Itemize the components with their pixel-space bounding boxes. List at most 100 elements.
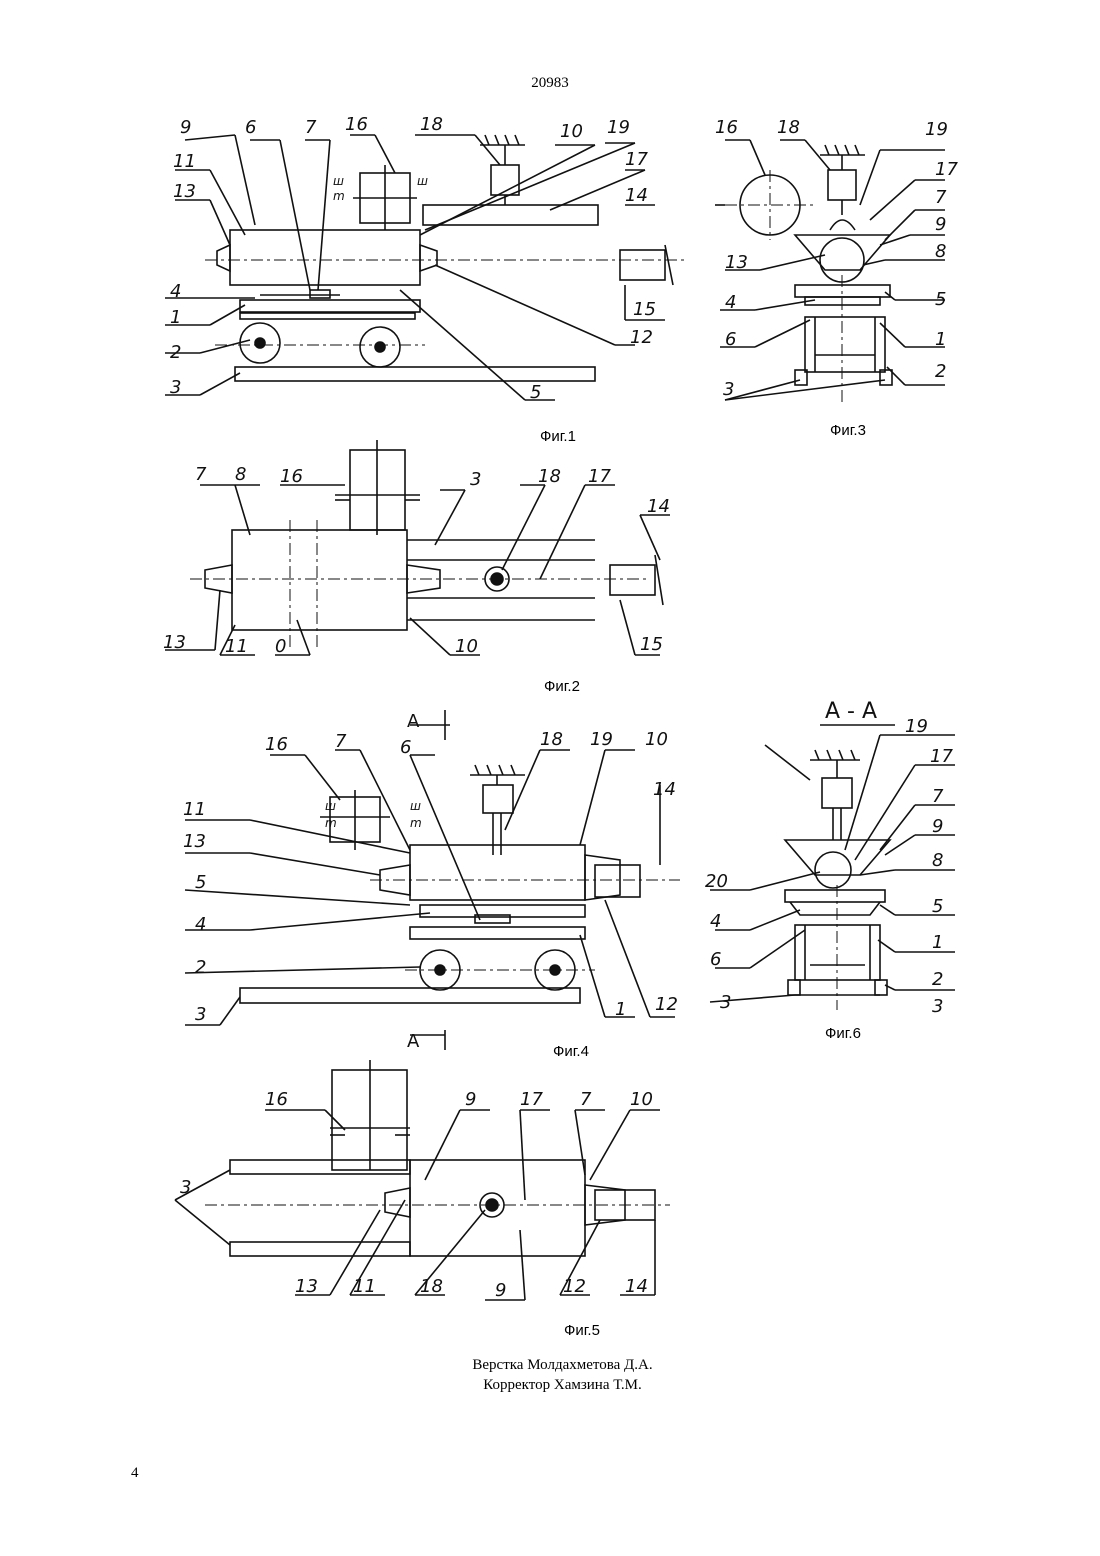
fig2-callout: 0	[275, 636, 286, 657]
fig1-callout: 9	[180, 117, 191, 138]
fig4-callout: 18	[540, 729, 563, 750]
fig6-section-title: A - A	[825, 699, 877, 724]
fig4-callout: 10	[645, 729, 668, 750]
fig5-callout: 11	[353, 1276, 376, 1297]
fig1-callout: 12	[630, 327, 653, 348]
fig3-callout: 16	[715, 117, 738, 138]
document-number: 20983	[0, 75, 1100, 92]
fig6-callout: 2	[932, 969, 943, 990]
corrector-credit: Корректор Хамзина Т.М.	[0, 1375, 1100, 1395]
fig3-caption: Фиг.3	[830, 422, 866, 439]
fig4-section-mark: A	[407, 711, 420, 732]
fig5-callout: 9	[495, 1280, 506, 1301]
fig1-callout: 1	[170, 307, 181, 328]
footer: Верстка Молдахметова Д.А. Корректор Хамз…	[0, 1355, 1100, 1395]
fig1-callout: 2	[170, 342, 181, 363]
fig1-callout: 4	[170, 281, 181, 302]
fig5-callout: 17	[520, 1089, 543, 1110]
fig3-callout: 13	[725, 252, 748, 273]
fig4-callout: 6	[400, 737, 411, 758]
figure-5-drawing: 16 9 17 7 10 3 13 11 18 9 12 14	[165, 1060, 685, 1320]
fig2-callout: 7	[195, 464, 207, 485]
fig1-callout: 11	[173, 151, 196, 172]
fig5-callout: 18	[420, 1276, 443, 1297]
figure-4-drawing: A A 16 7 6 18 19 10 14 11 13 5 4 2 3 1 1…	[175, 705, 690, 1050]
fig1-callout: 19	[607, 117, 630, 138]
fig1-symbol: ш	[417, 174, 428, 188]
fig6-callout: 17	[930, 746, 953, 767]
fig1-symbol: ш	[333, 174, 344, 188]
fig4-callout: 16	[265, 734, 288, 755]
fig3-callout: 9	[935, 214, 946, 235]
fig5-callout: 16	[265, 1089, 288, 1110]
fig3-callout: 8	[935, 241, 946, 262]
fig4-callout: 5	[195, 872, 206, 893]
fig6-callout: 19	[905, 716, 928, 737]
fig2-callout: 14	[647, 496, 670, 517]
fig5-callout: 12	[563, 1276, 586, 1297]
fig4-callout: 7	[335, 731, 347, 752]
fig4-callout: 13	[183, 831, 206, 852]
fig2-callout: 8	[235, 464, 246, 485]
figure-2-drawing: 7 8 16 3 18 17 14 13 11 0 10 15	[160, 440, 680, 670]
fig6-callout: 3	[720, 992, 731, 1013]
fig1-symbol: m	[333, 189, 345, 203]
fig1-callout: 3	[170, 377, 181, 398]
fig5-callout: 9	[465, 1089, 476, 1110]
fig4-callout: 4	[195, 914, 206, 935]
fig2-callout: 3	[470, 469, 481, 490]
fig4-section-mark: A	[407, 1031, 420, 1052]
fig1-callout: 16	[345, 114, 368, 135]
fig3-callout: 18	[777, 117, 800, 138]
fig4-callout: 11	[183, 799, 206, 820]
fig6-caption: Фиг.6	[825, 1025, 861, 1042]
fig3-callout: 3	[723, 379, 734, 400]
figure-3-drawing: 16 18 19 17 7 9 13 8 4 5 6 1 2 3	[705, 105, 970, 415]
fig3-callout: 1	[935, 329, 946, 350]
fig2-callout: 10	[455, 636, 478, 657]
fig4-symbol: ш	[410, 799, 421, 813]
fig1-callout: 14	[625, 185, 648, 206]
fig2-callout: 18	[538, 466, 561, 487]
fig6-callout: 20	[705, 871, 728, 892]
layout-credit: Верстка Молдахметова Д.А.	[0, 1355, 1100, 1375]
fig6-callout: 4	[710, 911, 721, 932]
fig2-callout: 17	[588, 466, 611, 487]
fig5-callout: 3	[180, 1177, 191, 1198]
fig6-callout: 8	[932, 850, 943, 871]
fig1-callout: 5	[530, 382, 541, 403]
fig6-callout: 5	[932, 896, 943, 917]
fig6-callout: 3	[932, 996, 943, 1017]
page-number: 4	[131, 1465, 139, 1482]
fig2-caption: Фиг.2	[544, 678, 580, 695]
figure-1-drawing: 9 6 7 16 18 10 19 17 11 13 14 4 1 2 3 5 …	[155, 105, 715, 420]
fig2-callout: 11	[225, 636, 248, 657]
fig1-callout: 10	[560, 121, 583, 142]
fig2-callout: 13	[163, 632, 186, 653]
fig4-symbol: ш	[325, 799, 336, 813]
fig1-callout: 15	[633, 299, 656, 320]
fig3-callout: 2	[935, 361, 946, 382]
fig4-callout: 19	[590, 729, 613, 750]
fig6-callout: 7	[932, 786, 944, 807]
fig4-symbol: m	[325, 816, 337, 830]
fig3-callout: 19	[925, 119, 948, 140]
fig1-callout: 6	[245, 117, 256, 138]
fig5-callout: 10	[630, 1089, 653, 1110]
fig1-callout: 7	[305, 117, 317, 138]
fig4-callout: 14	[653, 779, 676, 800]
fig3-callout: 17	[935, 159, 958, 180]
fig4-caption: Фиг.4	[553, 1043, 589, 1060]
fig3-callout: 7	[935, 187, 947, 208]
fig1-callout: 18	[420, 114, 443, 135]
fig5-callout: 14	[625, 1276, 648, 1297]
fig5-callout: 13	[295, 1276, 318, 1297]
fig2-callout: 15	[640, 634, 663, 655]
fig1-callout: 13	[173, 181, 196, 202]
fig2-callout: 16	[280, 466, 303, 487]
fig4-callout: 2	[195, 957, 206, 978]
fig1-callout: 17	[625, 149, 648, 170]
figure-6-drawing: A - A 19 17 7 9 8 20 5 4 1 6 2 3 3	[700, 690, 970, 1020]
fig3-callout: 4	[725, 292, 736, 313]
fig6-callout: 9	[932, 816, 943, 837]
